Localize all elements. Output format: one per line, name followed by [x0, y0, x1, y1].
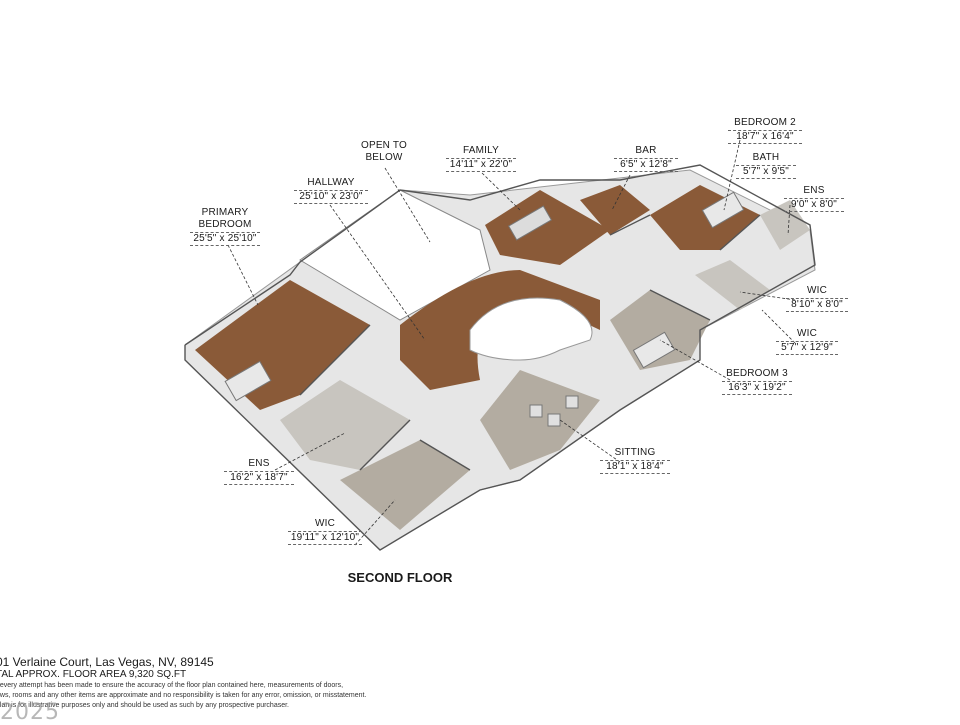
room-label-bar: BAR 6'5" x 12'8"	[614, 145, 678, 172]
bar-floor	[580, 185, 650, 235]
family-sofa	[507, 205, 553, 241]
room-label-primary-bedroom: PRIMARY BEDROOM 25'5" x 25'10"	[190, 207, 260, 246]
stair-void	[469, 297, 593, 361]
walls	[184, 164, 816, 551]
primary-bed	[224, 360, 272, 402]
disclaimer-line-1: t every attempt has been made to ensure …	[0, 682, 344, 689]
room-label-ens-1: ENS 16'2" x 18'7"	[224, 458, 294, 485]
room-label-family: FAMILY 14'11" x 22'0"	[446, 145, 516, 172]
room-label-wic-1: WIC 19'11" x 12'10"	[288, 518, 362, 545]
leader-lines	[227, 139, 796, 546]
room-label-sitting: SITTING 18'1" x 18'4"	[600, 447, 670, 474]
family-floor	[485, 190, 610, 265]
bedroom-3-bed	[632, 331, 676, 369]
floor-title: SECOND FLOOR	[347, 570, 453, 585]
room-label-wic-3: WIC 5'7" x 12'9"	[776, 328, 838, 355]
room-label-hallway: HALLWAY 25'10" x 23'0"	[294, 177, 368, 204]
room-label-bedroom-3: BEDROOM 3 16'3" x 19'2"	[722, 368, 792, 395]
room-label-wic-2: WIC 8'10" x 8'0"	[786, 285, 848, 312]
disclaimer-line-3: plan is for illustrative purposes only a…	[0, 702, 290, 709]
disclaimer-line-2: ows, rooms and any other items are appro…	[0, 692, 367, 699]
sitting-chairs	[529, 395, 579, 427]
room-label-open-to-below: OPEN TO BELOW	[360, 140, 408, 163]
property-address: 01 Verlaine Court, Las Vegas, NV, 89145	[0, 655, 214, 669]
sitting-floor	[480, 370, 600, 470]
bedroom-2-bed	[701, 191, 745, 229]
watermark: 2025	[0, 700, 60, 725]
wic-1-floor	[340, 440, 470, 530]
ens-1-floor	[280, 380, 410, 470]
room-label-bedroom-2: BEDROOM 2 18'7" x 16'4"	[728, 117, 802, 144]
floor-area: TAL APPROX. FLOOR AREA 9,320 SQ.FT	[0, 669, 187, 680]
footer: 01 Verlaine Court, Las Vegas, NV, 89145 …	[0, 655, 516, 711]
ens-2-floor	[760, 200, 810, 250]
room-label-bath: BATH 5'7" x 9'5"	[736, 152, 796, 179]
room-label-ens-2: ENS 9'0" x 8'0"	[784, 185, 844, 212]
wic-2-floor	[695, 260, 770, 310]
